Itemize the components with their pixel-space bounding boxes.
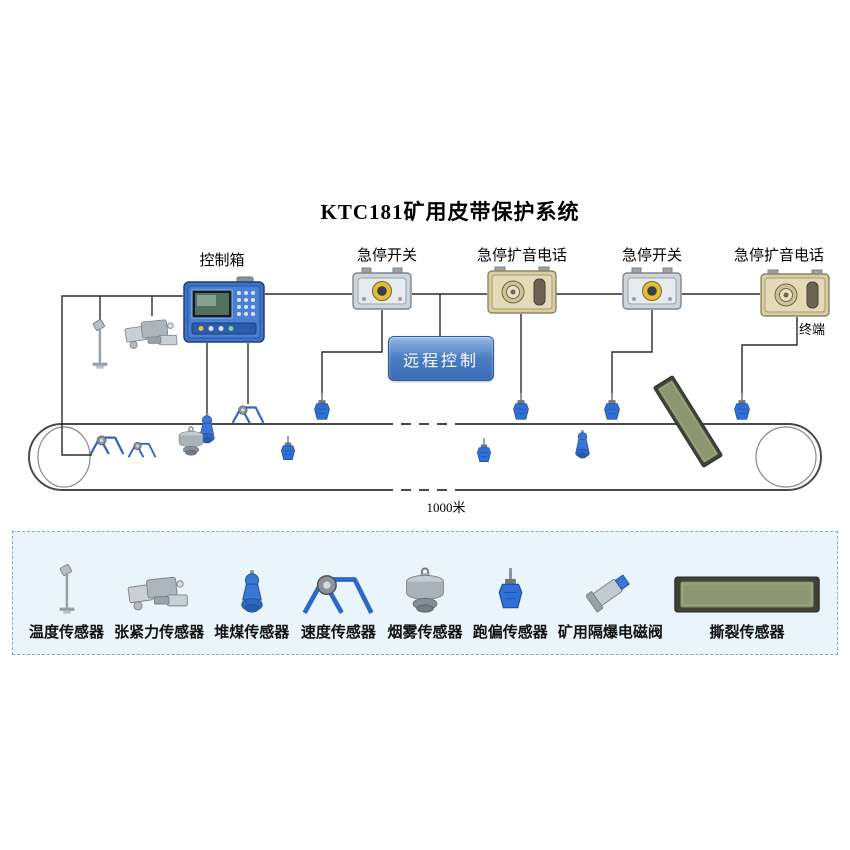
coal-pile-sensor-on-belt — [575, 429, 590, 459]
wire-lines — [61, 293, 798, 456]
tear-sensor-icon — [674, 576, 820, 613]
diagram-title: KTC181矿用皮带保护系统 — [320, 200, 580, 224]
deviation-sensor-on-belt-2 — [476, 437, 492, 462]
remote-control-label: 远程控制 — [402, 352, 479, 370]
legend-label-tension: 张紧力传感器 — [114, 625, 205, 641]
speed-sensor-icon — [299, 570, 377, 615]
legend-label-tear: 撕裂传感器 — [709, 625, 785, 641]
smoke-sensor-icon — [405, 567, 445, 614]
deviation-sensor-above-belt-4 — [734, 392, 750, 420]
tension-sensor-icon — [127, 576, 188, 611]
tension-sensor-device — [124, 319, 178, 349]
temperature-sensor-icon — [58, 563, 75, 615]
estop-phone-2-label: 急停扩音电话 — [733, 248, 825, 264]
legend-item-deviation-sensor: 跑偏传感器 — [473, 568, 548, 642]
legend-item-tear-sensor: 撕裂传感器 — [673, 574, 821, 642]
speed-sensor-on-belt-1 — [89, 434, 125, 456]
flameproof-solenoid-valve-icon — [586, 570, 633, 613]
legend-item-smoke-sensor: 烟雾传感器 — [388, 567, 463, 642]
legend-label-coal-pile: 堆煤传感器 — [214, 625, 290, 641]
legend-label-speed: 速度传感器 — [300, 625, 376, 641]
legend-label-temperature: 温度传感器 — [29, 625, 105, 641]
coal-pile-sensor-icon — [241, 570, 263, 613]
legend-item-solenoid-valve: 矿用隔爆电磁阀 — [558, 569, 663, 642]
legend-panel: 温度传感器 张紧力传感器 堆煤传感器 速度传感器 烟雾传感器 跑偏传感器 矿用隔… — [12, 531, 838, 655]
estop-switch-1-label: 急停开关 — [356, 248, 418, 264]
belt-break-dashes — [383, 414, 459, 496]
estop-phone-1-device — [487, 266, 557, 314]
temperature-sensor-device — [92, 318, 108, 370]
deviation-sensor-above-belt-2 — [513, 392, 529, 420]
speed-sensor-above-belt — [231, 404, 265, 424]
legend-label-solenoid-valve: 矿用隔爆电磁阀 — [557, 625, 663, 641]
terminal-label: 终端 — [798, 322, 826, 337]
deviation-sensor-above-belt-3 — [604, 392, 620, 420]
estop-switch-2-label: 急停开关 — [621, 248, 683, 264]
estop-switch-2-device — [622, 267, 682, 310]
deviation-sensor-icon — [498, 568, 523, 609]
legend-label-smoke: 烟雾传感器 — [387, 625, 463, 641]
legend-item-coal-pile-sensor: 堆煤传感器 — [214, 570, 289, 642]
estop-switch-1-device — [352, 267, 412, 310]
control-box-label: 控制箱 — [199, 253, 245, 269]
deviation-sensor-above-belt-1 — [314, 392, 330, 420]
speed-sensor-on-belt-2 — [127, 441, 157, 459]
smoke-sensor-on-belt — [178, 426, 204, 456]
deviation-sensor-on-belt-1 — [280, 435, 296, 460]
legend-item-speed-sensor: 速度传感器 — [299, 570, 377, 642]
control-box-device — [183, 276, 265, 343]
belt-length-label: 1000米 — [426, 500, 466, 515]
legend-item-temperature-sensor: 温度传感器 — [29, 563, 104, 642]
legend-label-deviation: 跑偏传感器 — [472, 625, 548, 641]
estop-phone-2-device — [760, 269, 830, 317]
remote-control-box: 远程控制 — [388, 336, 494, 381]
legend-item-tension-sensor: 张紧力传感器 — [114, 573, 204, 642]
estop-phone-1-label: 急停扩音电话 — [476, 248, 568, 264]
